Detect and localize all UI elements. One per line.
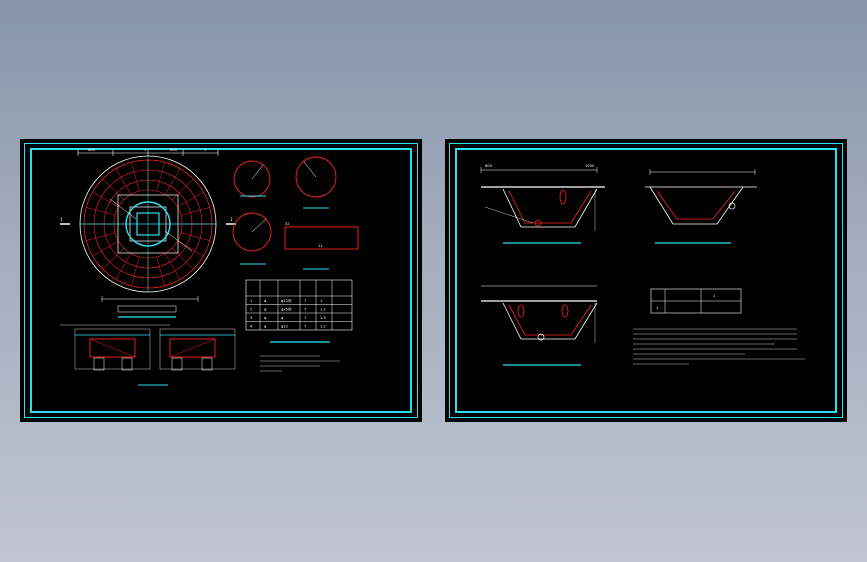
notes-block bbox=[633, 328, 805, 365]
table-cell: 3 bbox=[250, 316, 252, 320]
table-cell: φ bbox=[264, 299, 267, 303]
table-cell: 2 bbox=[250, 308, 252, 312]
plan-spoke bbox=[180, 232, 210, 241]
dim-label: 1 bbox=[204, 148, 206, 152]
plan-caption-box bbox=[117, 305, 177, 313]
plan-spoke bbox=[115, 253, 132, 280]
plan-spoke bbox=[92, 240, 119, 257]
plan-spoke bbox=[164, 168, 181, 195]
svg-text:1: 1 bbox=[656, 306, 658, 310]
trench-section-2 bbox=[645, 169, 757, 244]
section-detail-right bbox=[159, 328, 236, 371]
plan-spoke bbox=[156, 256, 165, 286]
plan-spoke bbox=[131, 162, 140, 192]
table-cell: 1.2 bbox=[320, 308, 326, 312]
plan-spoke bbox=[171, 247, 194, 270]
trench-section-3 bbox=[481, 285, 598, 366]
cad-drawing-right: 600 1000 bbox=[480, 164, 805, 366]
section-marker-left: 1 bbox=[60, 217, 70, 225]
dim-label: 11 bbox=[318, 244, 323, 248]
table-cell: φ25@ bbox=[281, 308, 292, 312]
table-cell: 7 bbox=[304, 325, 306, 329]
table-cell: 1.3 bbox=[320, 316, 326, 320]
table-cell: 4 bbox=[250, 325, 253, 329]
plan-spoke bbox=[171, 178, 194, 201]
notes-block bbox=[260, 355, 340, 372]
sheet-border-inner bbox=[30, 148, 412, 413]
section-marker-right: 1 bbox=[226, 217, 236, 225]
dim-label: 600 bbox=[485, 164, 493, 168]
sheet-border-outer bbox=[24, 143, 418, 418]
detail-circle-2 bbox=[295, 156, 337, 209]
table-cell: 1 bbox=[320, 299, 322, 303]
table-cell: 7 bbox=[304, 308, 306, 312]
dim-label: 600 bbox=[88, 148, 96, 152]
plan-spoke bbox=[180, 207, 210, 216]
plan-dimension-bottom bbox=[101, 296, 199, 302]
plan-dimension-top bbox=[77, 150, 219, 156]
detail-circle-3 bbox=[232, 212, 272, 265]
detail-rect: 32 11 bbox=[284, 222, 359, 270]
detail-circle-1 bbox=[233, 160, 271, 198]
circular-tank-plan bbox=[79, 155, 217, 293]
table-cell: 7 bbox=[304, 316, 306, 320]
svg-text:1: 1 bbox=[60, 217, 63, 222]
plan-spoke bbox=[92, 191, 119, 208]
dim-label: 32 bbox=[285, 222, 290, 226]
sheet-border-outer bbox=[449, 143, 843, 418]
table-cell: φ bbox=[264, 316, 267, 320]
drawing-sheet-left[interactable]: 600 1 600 1 1 1 bbox=[20, 139, 422, 422]
svg-text:1: 1 bbox=[230, 217, 233, 222]
dim-label: 1000 bbox=[585, 164, 595, 168]
table-cell: φ12 bbox=[281, 325, 288, 329]
plan-spoke bbox=[164, 253, 181, 280]
trench-section-1 bbox=[480, 167, 605, 244]
section-detail-left bbox=[74, 328, 151, 371]
sheet-border-inner bbox=[455, 148, 837, 413]
table-cell: φ bbox=[281, 316, 284, 320]
drawing-sheet-right[interactable]: 600 1000 bbox=[445, 139, 847, 422]
table-cell: φ bbox=[264, 308, 267, 312]
plan-spoke bbox=[131, 256, 140, 286]
dim-label: 600 bbox=[170, 148, 178, 152]
dim-label: 1 bbox=[144, 148, 146, 152]
svg-text:1: 1 bbox=[713, 294, 715, 298]
plan-spoke bbox=[115, 168, 132, 195]
plan-spoke bbox=[102, 178, 125, 201]
plan-spoke bbox=[86, 207, 116, 216]
table-cell: 7 bbox=[304, 299, 306, 303]
cad-drawing-left: 600 1 600 1 1 1 bbox=[60, 148, 359, 386]
material-table: 1 1 bbox=[650, 288, 742, 314]
plan-spoke bbox=[156, 162, 165, 192]
table-cell: 1 bbox=[250, 299, 252, 303]
table-cell: φ bbox=[264, 325, 267, 329]
plan-spoke bbox=[102, 247, 125, 270]
plan-spoke bbox=[86, 232, 116, 241]
table-cell: 1.2 bbox=[320, 325, 326, 329]
table-cell: φ12@ bbox=[281, 299, 292, 303]
plan-spoke bbox=[177, 191, 204, 208]
